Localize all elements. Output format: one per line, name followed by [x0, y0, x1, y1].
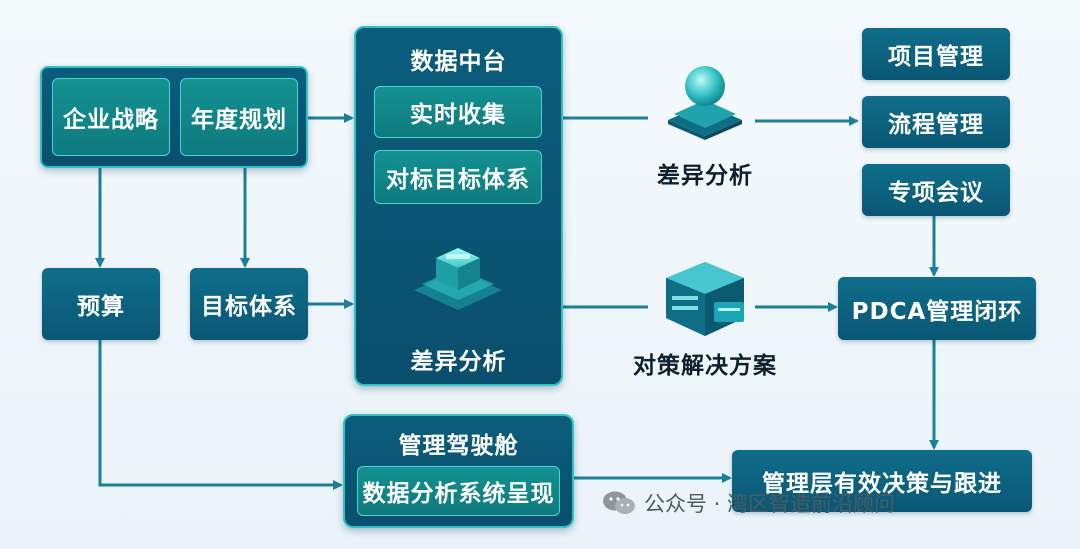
cockpit-title: 管理驾驶舱 — [398, 433, 519, 459]
data-center-panel: 数据中台 实时收集 对标目标体系 差异分析 — [354, 26, 563, 386]
watermark: 公众号 · 湾区智造前沿顾问 — [602, 488, 895, 518]
presentation-label: 数据分析系统呈现 — [362, 481, 555, 507]
budget-label: 预算 — [77, 294, 125, 320]
data-cube-icon — [414, 248, 502, 310]
project-mgmt-node: 项目管理 — [862, 28, 1010, 80]
annual-plan-label: 年度规划 — [191, 107, 287, 133]
special-meeting-label: 专项会议 — [888, 180, 984, 206]
arrow-budget-to-cockpit — [98, 340, 343, 490]
strategy-node: 企业战略 — [52, 78, 170, 156]
process-mgmt-node: 流程管理 — [862, 96, 1010, 148]
strategy-group: 企业战略 年度规划 — [40, 66, 308, 168]
pdca-node: PDCA管理闭环 — [838, 277, 1036, 340]
special-meeting-node: 专项会议 — [862, 164, 1010, 216]
realtime-collect-node: 实时收集 — [374, 86, 542, 138]
countermeasure-label: 对策解决方案 — [633, 353, 777, 379]
budget-node: 预算 — [42, 268, 160, 340]
presentation-node: 数据分析系统呈现 — [357, 466, 560, 516]
annual-plan-node: 年度规划 — [180, 78, 298, 156]
realtime-collect-label: 实时收集 — [410, 102, 506, 128]
decision-label: 管理层有效决策与跟进 — [762, 471, 1002, 497]
watermark-text: 公众号 · 湾区智造前沿顾问 — [644, 492, 896, 516]
benchmark-label: 对标目标体系 — [386, 167, 530, 193]
wechat-icon — [603, 491, 635, 514]
target-system-node: 目标体系 — [190, 268, 308, 340]
countermeasure-icon — [666, 262, 744, 336]
data-center-title: 数据中台 — [410, 49, 507, 75]
process-mgmt-label: 流程管理 — [888, 112, 984, 138]
variance-analysis-label: 差异分析 — [657, 163, 753, 189]
variance-analysis-icon — [668, 66, 742, 140]
decision-node: 管理层有效决策与跟进 — [732, 450, 1032, 512]
benchmark-node: 对标目标体系 — [374, 150, 542, 204]
strategy-label: 企业战略 — [63, 107, 159, 133]
target-system-label: 目标体系 — [201, 294, 297, 320]
project-mgmt-label: 项目管理 — [888, 44, 984, 70]
pdca-label: PDCA管理闭环 — [851, 298, 1023, 325]
cockpit-panel: 管理驾驶舱 数据分析系统呈现 — [343, 414, 574, 528]
data-center-variance: 差异分析 — [410, 349, 507, 375]
